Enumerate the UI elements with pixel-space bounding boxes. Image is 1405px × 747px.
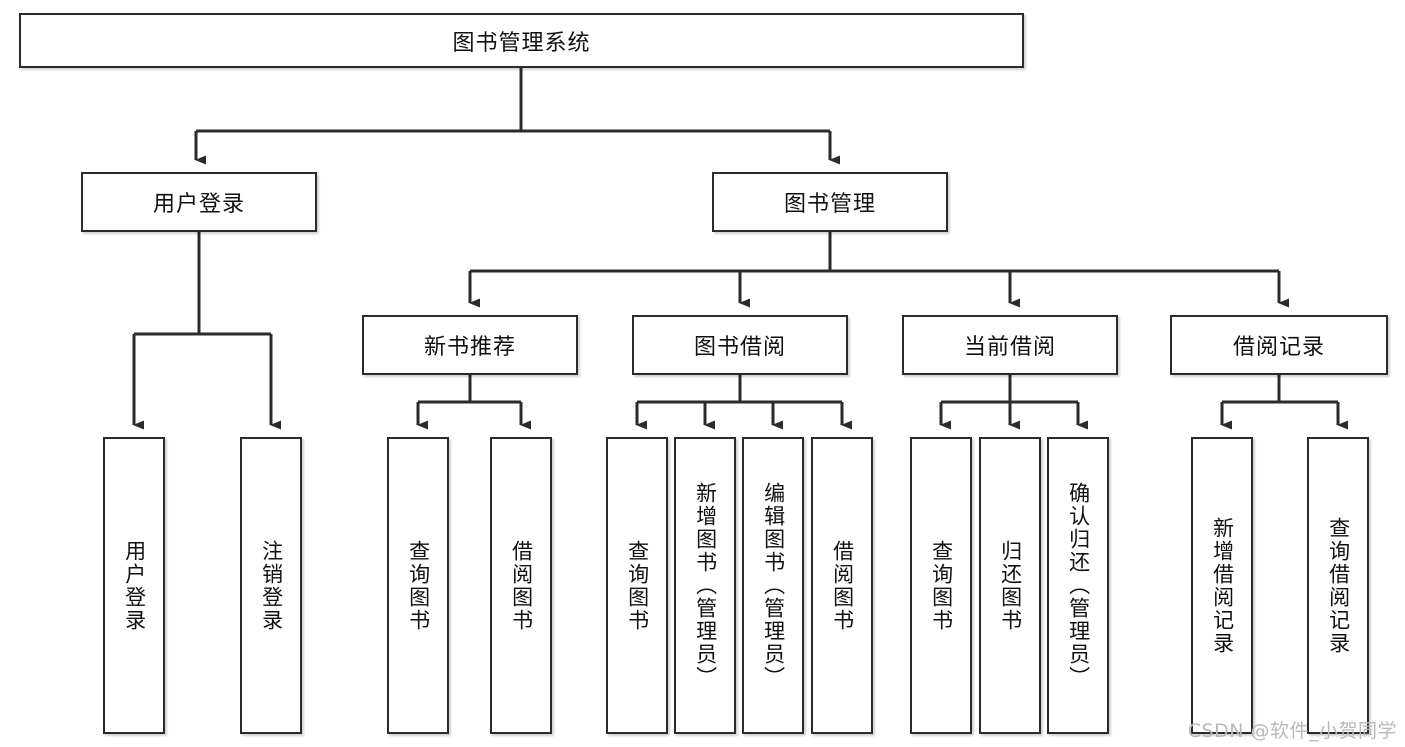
leaf-add-book-admin[interactable]: 新增图书（管理员） bbox=[674, 437, 736, 734]
leaf-add-borrow-record[interactable]: 新增借阅记录 bbox=[1191, 437, 1253, 734]
leaf-edit-book-admin[interactable]: 编辑图书（管理员） bbox=[742, 437, 804, 734]
node-user-login[interactable]: 用户登录 bbox=[81, 172, 317, 232]
node-new-book-recommend[interactable]: 新书推荐 bbox=[362, 315, 578, 375]
node-label: 图书管理系统 bbox=[452, 30, 591, 56]
node-label: 借阅图书 bbox=[509, 539, 534, 632]
node-label: 查询图书 bbox=[929, 539, 954, 632]
node-label: 确认归还（管理员） bbox=[1066, 482, 1091, 689]
leaf-borrow-book[interactable]: 借阅图书 bbox=[811, 437, 873, 734]
node-book-management[interactable]: 图书管理 bbox=[712, 172, 948, 232]
leaf-query-book-current[interactable]: 查询图书 bbox=[910, 437, 972, 734]
node-label: 查询图书 bbox=[406, 539, 431, 632]
node-label: 注销登录 bbox=[259, 539, 284, 632]
node-label: 借阅图书 bbox=[830, 539, 855, 632]
node-root-book-management-system[interactable]: 图书管理系统 bbox=[19, 13, 1024, 68]
node-label: 图书借阅 bbox=[693, 335, 786, 360]
leaf-query-book-borrow[interactable]: 查询图书 bbox=[606, 437, 668, 734]
node-label: 用户登录 bbox=[122, 539, 147, 632]
node-label: 借阅记录 bbox=[1232, 335, 1325, 360]
node-label: 新增图书（管理员） bbox=[693, 482, 718, 689]
node-label: 查询图书 bbox=[625, 539, 650, 632]
node-book-borrow[interactable]: 图书借阅 bbox=[632, 315, 848, 375]
node-label: 新增借阅记录 bbox=[1210, 516, 1235, 655]
leaf-confirm-return-admin[interactable]: 确认归还（管理员） bbox=[1047, 437, 1109, 734]
node-borrow-record[interactable]: 借阅记录 bbox=[1170, 315, 1388, 375]
node-label: 查询借阅记录 bbox=[1326, 516, 1351, 655]
node-label: 当前借阅 bbox=[963, 335, 1056, 360]
leaf-user-login[interactable]: 用户登录 bbox=[103, 437, 165, 734]
leaf-query-book-new-recommend[interactable]: 查询图书 bbox=[387, 437, 449, 734]
node-label: 图书管理 bbox=[783, 192, 876, 217]
node-current-borrow[interactable]: 当前借阅 bbox=[902, 315, 1118, 375]
leaf-user-logout[interactable]: 注销登录 bbox=[240, 437, 302, 734]
leaf-borrow-book-new-recommend[interactable]: 借阅图书 bbox=[490, 437, 552, 734]
node-label: 新书推荐 bbox=[423, 335, 516, 360]
leaf-query-borrow-record[interactable]: 查询借阅记录 bbox=[1307, 437, 1369, 734]
leaf-return-book[interactable]: 归还图书 bbox=[979, 437, 1041, 734]
node-label: 编辑图书（管理员） bbox=[761, 482, 786, 689]
node-label: 归还图书 bbox=[998, 539, 1023, 632]
node-label: 用户登录 bbox=[152, 192, 245, 217]
